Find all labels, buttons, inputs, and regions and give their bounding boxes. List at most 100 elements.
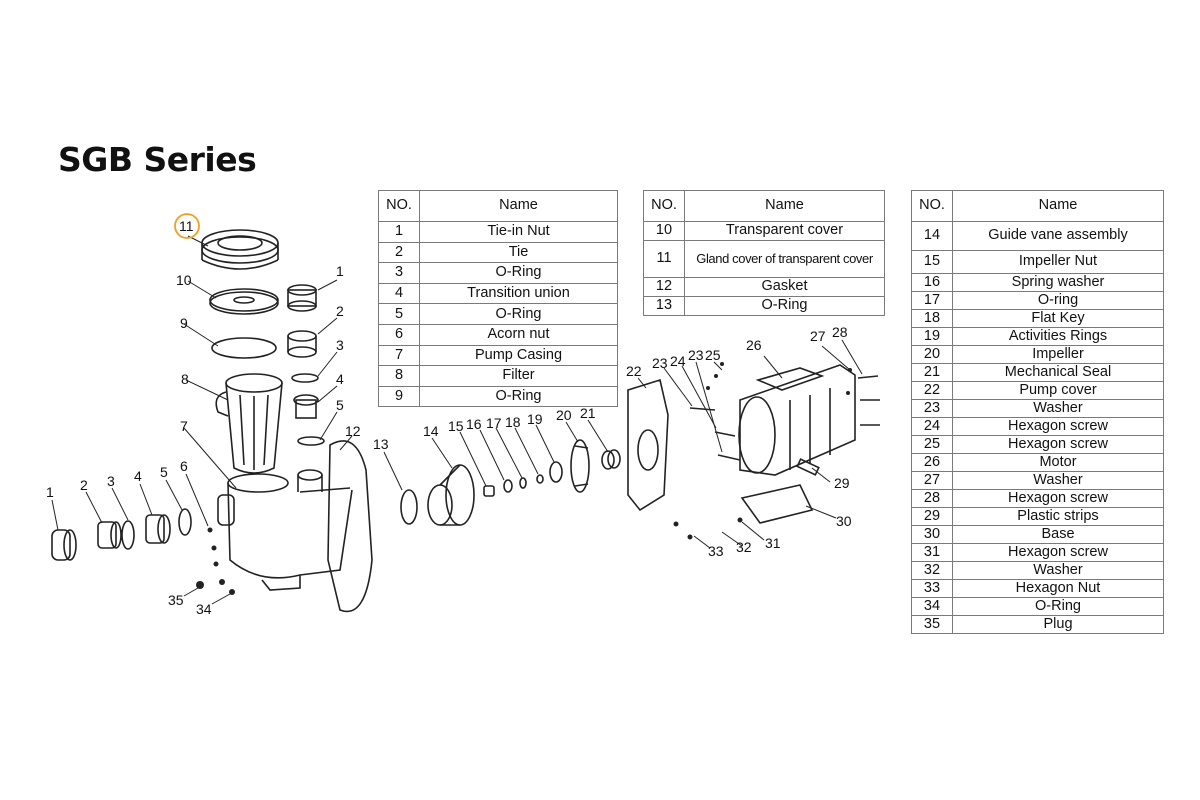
label-21: 21	[580, 405, 596, 421]
label-17: 17	[486, 415, 502, 431]
mechanical-seal-drawing	[601, 449, 621, 470]
label-19: 19	[527, 411, 543, 427]
header-no: NO.	[911, 190, 953, 222]
screws-drawing	[689, 375, 880, 461]
label-23: 23	[652, 355, 668, 371]
page-title: SGB Series	[58, 140, 257, 179]
gasket-drawing	[327, 440, 373, 613]
label-16: 16	[466, 416, 482, 432]
header-name: Name	[952, 190, 1164, 222]
pump-cover-drawing	[627, 378, 669, 512]
plastic-strip-drawing	[796, 458, 820, 476]
label-25: 25	[705, 347, 721, 363]
label-11: 11	[179, 218, 194, 234]
label-30: 30	[836, 513, 852, 529]
label-35: 35	[168, 592, 184, 608]
label-r4: 4	[336, 371, 344, 387]
base-drawing	[740, 484, 814, 524]
header-name: Name	[684, 190, 885, 222]
label-5: 5	[160, 464, 168, 480]
label-34: 34	[196, 601, 212, 617]
label-3: 3	[107, 473, 115, 489]
label-20: 20	[556, 407, 572, 423]
header-name: Name	[419, 190, 618, 222]
impeller-small-parts-drawing	[483, 461, 563, 497]
label-r2: 2	[336, 303, 344, 319]
union-parts-right-drawing	[287, 284, 325, 446]
label-31: 31	[765, 535, 781, 551]
label-1: 1	[46, 484, 54, 500]
pump-cover-bore-drawing	[637, 429, 659, 471]
label-13: 13	[373, 436, 389, 452]
label-15: 15	[448, 418, 464, 434]
o-ring-9-drawing	[211, 337, 277, 359]
label-28: 28	[832, 324, 848, 340]
label-r3: 3	[336, 337, 344, 353]
motor-drawing	[738, 364, 856, 476]
label-29: 29	[834, 475, 850, 491]
header-no: NO.	[378, 190, 420, 222]
header-no: NO.	[643, 190, 685, 222]
label-24: 24	[670, 353, 686, 369]
label-12: 12	[345, 423, 361, 439]
transparent-cover-drawing	[209, 288, 279, 315]
label-26: 26	[746, 337, 762, 353]
guide-vane-drawing	[427, 464, 475, 526]
union-parts-left-drawing	[51, 508, 192, 561]
label-7: 7	[180, 418, 188, 434]
label-23b: 23	[688, 347, 704, 363]
part-labels: 11 10 9 8 7 1 2 3 4 5 1 2 3 4 5 6 12 13 …	[46, 218, 852, 617]
label-8: 8	[181, 371, 189, 387]
label-33: 33	[708, 543, 724, 559]
label-9: 9	[180, 315, 188, 331]
pump-casing-drawing	[217, 469, 353, 591]
impeller-drawing	[570, 439, 590, 493]
label-27: 27	[810, 328, 826, 344]
o-ring-13-drawing	[400, 489, 418, 525]
filter-basket-drawing	[215, 373, 283, 474]
highlight-circle	[174, 213, 200, 239]
label-18: 18	[505, 414, 521, 430]
leader-lines	[51, 235, 863, 605]
label-32: 32	[736, 539, 752, 555]
label-4: 4	[134, 468, 142, 484]
label-r5: 5	[336, 397, 344, 413]
label-10: 10	[176, 272, 192, 288]
